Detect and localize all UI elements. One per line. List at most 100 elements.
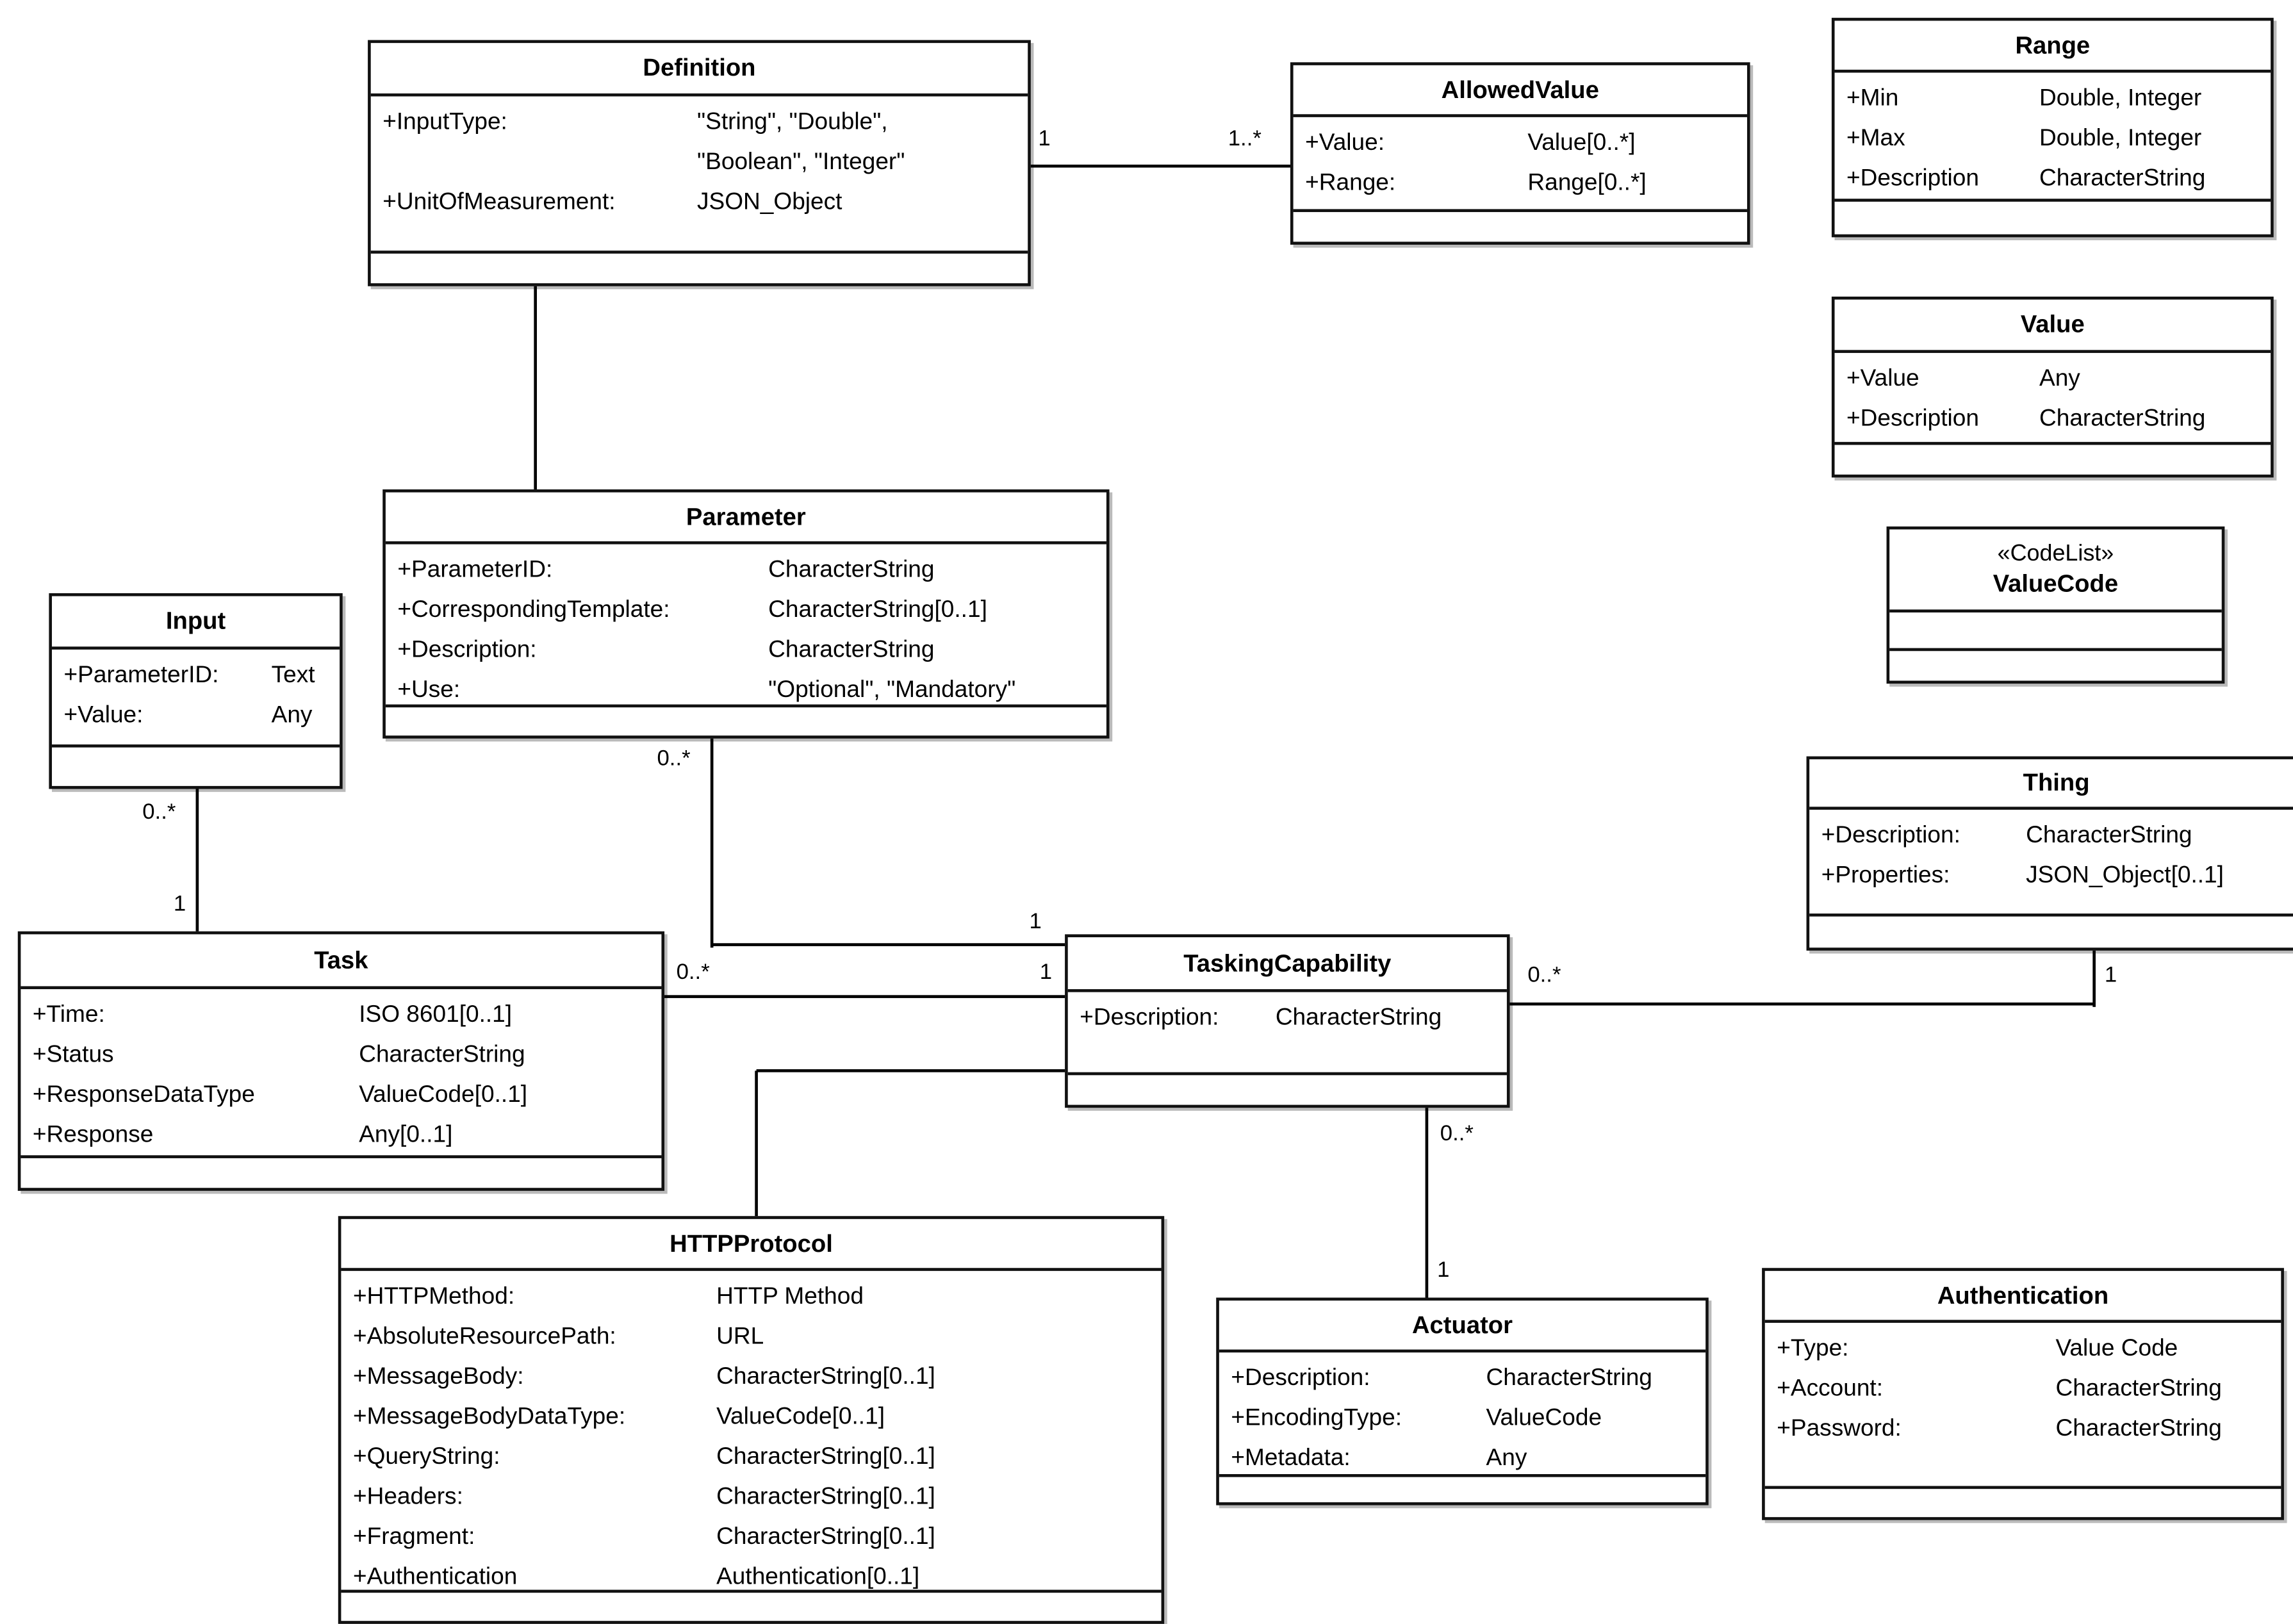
class-name: Range [2015,31,2091,59]
attribute-type: CharacterString[0..1] [716,1364,935,1390]
connector-segment-definition-allowedvalue [1030,164,1290,168]
class-thing: Thing +Description: CharacterString +Proper… [1806,756,2293,951]
attribute-type: CharacterString [2026,823,2192,849]
attribute-name: +Account: [1777,1376,1884,1402]
attribute-name: +Value [1846,366,1919,392]
attribute-row: +Response Any[0..1] [33,1115,650,1156]
class-operations-compartment [1889,648,2222,681]
class-attributes-compartment: +Description: CharacterString +Properties:… [1809,807,2293,914]
class-operations-compartment [370,250,1028,283]
class-name: Actuator [1411,1311,1513,1339]
attribute-type: CharacterString[0..1] [716,1444,935,1470]
attribute-row: +Type:Value Code [1777,1329,2269,1369]
attribute-type: CharacterString [359,1042,525,1068]
attribute-row: +ParameterID:Text [64,655,328,696]
class-httpprotocol: HTTPProtocol+HTTPMethod:HTTP Method+Abso… [338,1216,1165,1624]
attribute-type: CharacterString[0..1] [716,1484,935,1510]
class-attributes-compartment: +Type:Value Code+Account:CharacterString… [1764,1320,2281,1486]
attribute-name: +Response [32,1122,154,1148]
multiplicity-label: 0..* [1527,962,1561,988]
attribute-name: +MessageBody: [352,1364,524,1390]
attribute-name: +Metadata: [1231,1446,1351,1472]
multiplicity-label: 1 [1039,959,1053,985]
attribute-type: Any [271,703,313,728]
attribute-row: +Description:CharacterString [1080,998,1495,1038]
attribute-row: +Range:Range[0..*] [1305,163,1735,204]
multiplicity-label: 1 [173,891,186,917]
attribute-type: JSON_Object[0..1] [2026,863,2224,889]
attribute-name: +CorrespondingTemplate: [397,597,670,623]
class-attributes-compartment: +Description:CharacterString+EncodingTyp… [1219,1349,1706,1474]
connector-segment-taskingcapability-thing-h [1509,1002,2094,1006]
class-operations-compartment [385,704,1106,736]
attribute-name: +EncodingType: [1231,1406,1402,1431]
attribute-row: +Headers: CharacterString[0..1] [353,1477,1149,1518]
attribute-type: Value Code [2055,1336,2178,1362]
attribute-name: +Headers: [352,1484,463,1510]
attribute-name: +ParameterID: [397,557,553,583]
attribute-row: +MessageBodyDataType:ValueCode[0..1] [353,1397,1149,1438]
attribute-row: +Password:CharacterString [1777,1409,2269,1449]
class-title-compartment: Range [1835,21,2271,69]
attribute-type: CharacterString [2039,166,2206,192]
attribute-row: +EncodingType:ValueCode [1231,1398,1693,1439]
connector-segment-parameter-taskingcapability-h [712,943,1065,946]
attribute-name: +Description [1846,166,1979,192]
attribute-name: +Description: [1231,1366,1370,1391]
attribute-row: +Time:ISO 8601[0..1] [33,995,650,1035]
class-valuecode: «CodeList»ValueCode [1886,526,2225,684]
attribute-name: +ResponseDataType [32,1082,255,1108]
attribute-name: +MessageBodyDataType: [352,1404,626,1430]
attribute-name: +Use: [397,677,461,703]
attribute-name: +Description: [1080,1005,1219,1031]
class-attributes-compartment [1889,609,2222,648]
attribute-type: URL [716,1324,764,1350]
class-name: TaskingCapability [1183,949,1392,977]
class-attributes-compartment: +InputType:"String", "Double", "Boolean"… [370,93,1028,250]
attribute-type: Any[0..1] [359,1122,453,1148]
attribute-row: +Fragment:CharacterString[0..1] [353,1517,1149,1557]
attribute-name: +Description [1846,406,1979,432]
attribute-type: JSON_Object [697,190,842,215]
attribute-type: "String", "Double", "Boolean", "Integer" [697,110,905,176]
attribute-row: +Description CharacterString [1846,159,2259,199]
attribute-name: +Authentication [352,1564,518,1590]
attribute-name: +UnitOfMeasurement: [382,190,616,215]
multiplicity-label: 0..* [657,746,691,771]
attribute-name: +Description: [1821,823,1960,849]
class-attributes-compartment: +Time:ISO 8601[0..1] +Status CharacterStri… [21,986,662,1156]
attribute-name: +Value: [1305,130,1385,156]
attribute-name: +Min [1846,86,1899,111]
attribute-name: +Password: [1777,1416,1902,1442]
class-name: Input [165,608,226,635]
attribute-type: HTTP Method [716,1284,864,1310]
attribute-row: +CorrespondingTemplate:CharacterString[0… [397,590,1094,630]
class-parameter: Parameter +ParameterID: CharacterString +Co… [382,489,1110,739]
attribute-name: +Status [32,1042,114,1068]
attribute-row: +Description: CharacterString [1821,816,2292,856]
class-title-compartment: Thing [1809,759,2293,807]
attribute-row: +Properties:JSON_Object[0..1] [1821,856,2292,896]
class-operations-compartment [1764,1486,2281,1518]
class-name: AllowedValue [1441,76,1599,103]
attribute-type: Value[0..*] [1527,130,1636,156]
class-stereotype: «CodeList» [1997,541,2114,567]
attribute-row: +Metadata:Any [1231,1438,1693,1474]
attribute-row: +MessageBody: CharacterString[0..1] [353,1357,1149,1397]
attribute-type: Authentication[0..1] [716,1564,920,1590]
class-title-compartment: TaskingCapability [1068,937,1507,989]
multiplicity-label: 0..* [1440,1121,1474,1147]
class-title-compartment: AllowedValue [1294,65,1747,114]
attribute-type: CharacterString [768,557,935,583]
class-name: Value [2020,311,2085,338]
class-attributes-compartment: +ParameterID:Text+Value:Any [52,646,340,744]
class-title-compartment: Parameter [386,493,1106,541]
attribute-row: +InputType:"String", "Double", "Boolean"… [382,103,1015,183]
attribute-row: +QueryString:CharacterString[0..1] [353,1437,1149,1477]
class-name: HTTPProtocol [670,1230,833,1257]
